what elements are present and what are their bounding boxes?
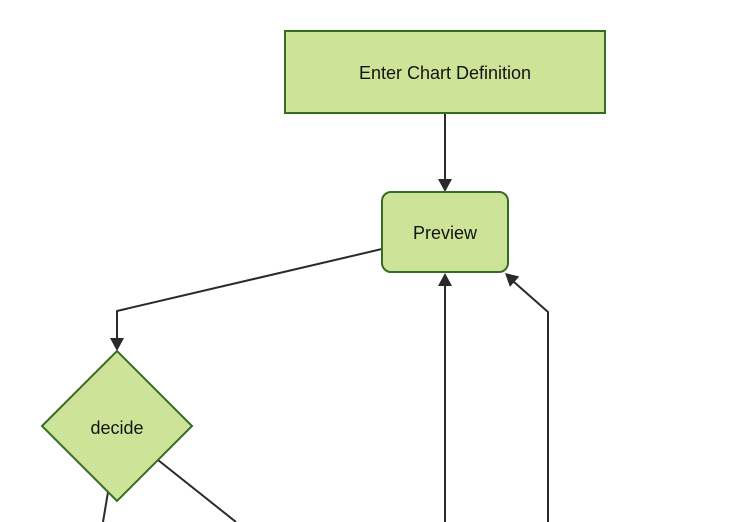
node-enter-chart-definition-label: Enter Chart Definition <box>359 63 531 83</box>
arrowhead-offscreen-to-preview-2-icon <box>505 273 520 287</box>
node-layer: Enter Chart Definition Preview decide <box>40 30 606 503</box>
arrowhead-offscreen-to-preview-1-icon <box>438 273 452 286</box>
edge-preview-to-decide <box>116 248 383 340</box>
edge-offscreen-to-preview-2 <box>513 281 549 522</box>
node-preview-label: Preview <box>413 223 478 243</box>
node-decide <box>40 349 194 503</box>
arrowhead-enter-to-preview-icon <box>438 179 452 192</box>
edge-decide-to-offscreen-left <box>102 491 109 522</box>
edge-layer <box>102 114 549 522</box>
node-enter-chart-definition <box>284 30 606 114</box>
edge-decide-to-offscreen-right <box>157 459 237 522</box>
node-decide-label: decide <box>90 418 143 438</box>
arrowhead-preview-to-decide-icon <box>110 338 124 351</box>
node-preview <box>381 191 509 273</box>
